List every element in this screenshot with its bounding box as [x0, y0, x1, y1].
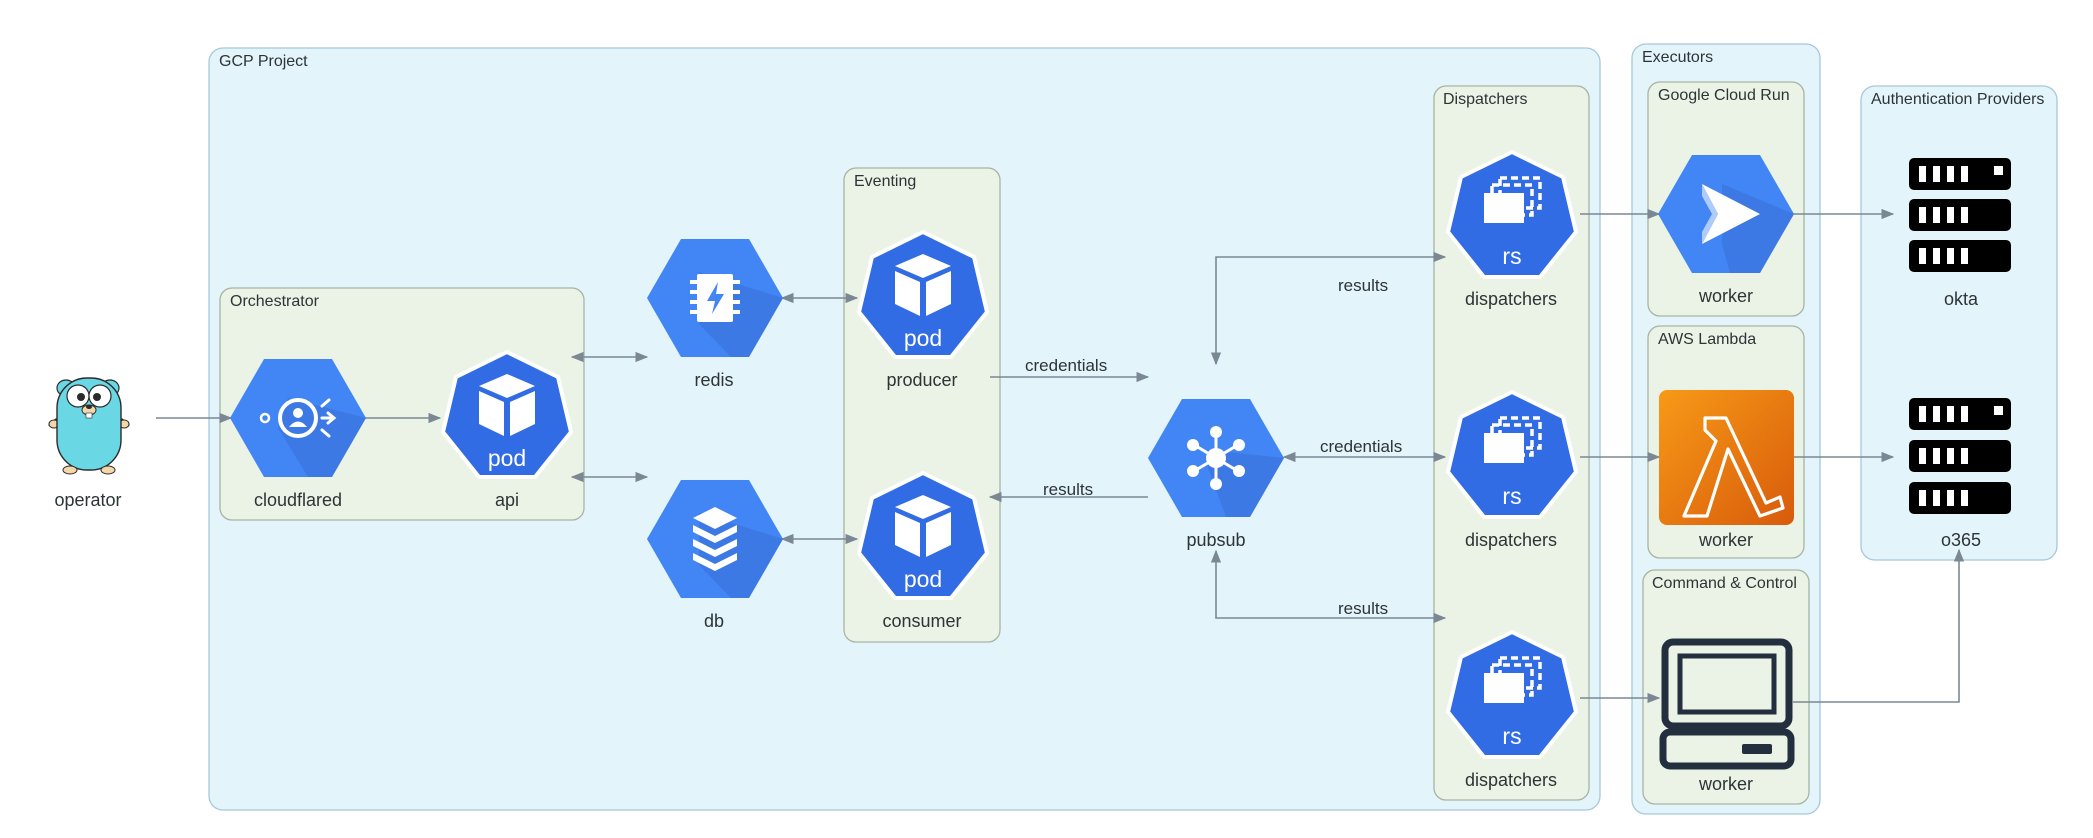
node-producer[interactable]: pod producer	[857, 230, 989, 390]
lambda-icon	[1682, 416, 1785, 518]
node-operator[interactable]: operator	[48, 377, 130, 510]
dispatchers-1-rs-badge: rs	[1502, 243, 1521, 269]
database-stack-icon	[693, 507, 737, 571]
edge-pubsub-dispatchers-1	[1210, 251, 1447, 366]
replicaset-stack-icon	[1484, 416, 1542, 463]
node-consumer[interactable]: pod consumer	[857, 471, 989, 631]
edge-label-pubsub-dispatchers-2: credentials	[1320, 437, 1402, 456]
hexagon-icon	[647, 480, 783, 598]
node-worker-lambda[interactable]: worker	[1659, 390, 1794, 550]
node-operator-label: operator	[54, 490, 121, 510]
cube-icon	[895, 495, 951, 557]
memorystore-chip-icon	[690, 274, 740, 322]
cloud-run-icon	[1702, 184, 1760, 244]
edge-label-pubsub-dispatchers-3: results	[1338, 599, 1388, 618]
node-db[interactable]: db	[647, 480, 783, 631]
hexagon-icon	[647, 239, 783, 357]
node-dispatchers-3[interactable]: rs dispatchers	[1446, 630, 1578, 790]
node-cloudflared[interactable]: cloudflared	[230, 359, 366, 510]
node-okta-label: okta	[1944, 289, 1979, 309]
pod-hexagon-icon: pod	[441, 350, 573, 479]
node-dispatchers-1-label: dispatchers	[1465, 289, 1557, 309]
replicaset-hexagon-icon: rs	[1446, 630, 1578, 759]
node-redis[interactable]: redis	[647, 239, 783, 390]
pod-hexagon-icon: pod	[857, 230, 989, 359]
producer-pod-badge: pod	[904, 325, 942, 351]
edge-pubsub-dispatchers-3	[1210, 549, 1447, 624]
node-api[interactable]: pod api	[441, 350, 573, 510]
node-okta[interactable]: okta	[1909, 158, 2011, 309]
consumer-pod-badge: pod	[904, 566, 942, 592]
node-producer-label: producer	[886, 370, 957, 390]
cluster-eventing-label: Eventing	[854, 173, 916, 190]
node-consumer-label: consumer	[882, 611, 961, 631]
cluster-dispatchers-label: Dispatchers	[1443, 91, 1527, 108]
node-worker-c2-label: worker	[1698, 774, 1753, 794]
replicaset-hexagon-icon: rs	[1446, 150, 1578, 279]
api-pod-badge: pod	[488, 445, 526, 471]
hexagon-icon	[230, 359, 366, 477]
node-worker-cloud-run[interactable]: worker	[1658, 155, 1794, 306]
node-worker-cloud-run-label: worker	[1698, 286, 1753, 306]
edge-label-producer-pubsub: credentials	[1025, 356, 1107, 375]
edge-label-pubsub-consumer: results	[1043, 480, 1093, 499]
replicaset-stack-icon	[1484, 656, 1542, 703]
node-o365[interactable]: o365	[1909, 398, 2011, 550]
node-cloudflared-label: cloudflared	[254, 490, 342, 510]
cluster-executors-label: Executors	[1642, 49, 1713, 66]
laptop-icon	[1659, 638, 1795, 770]
node-pubsub-label: pubsub	[1186, 530, 1245, 550]
replicaset-hexagon-icon: rs	[1446, 390, 1578, 519]
edge-c2-o365	[1793, 548, 1965, 703]
edge-label-pubsub-dispatchers-1: results	[1338, 276, 1388, 295]
access-user-icon	[259, 398, 337, 438]
server-stack-icon	[1909, 398, 2011, 514]
dispatchers-2-rs-badge: rs	[1502, 483, 1521, 509]
edges: credentials results results credentials …	[156, 208, 1965, 704]
node-api-label: api	[495, 490, 519, 510]
hexagon-icon	[1148, 399, 1284, 517]
cluster-aws-lambda-label: AWS Lambda	[1658, 331, 1756, 348]
node-dispatchers-1[interactable]: rs dispatchers	[1446, 150, 1578, 309]
cluster-orchestrator-label: Orchestrator	[230, 293, 320, 310]
hexagon-icon	[1658, 155, 1794, 273]
cube-icon	[479, 374, 535, 436]
replicaset-stack-icon	[1484, 176, 1542, 223]
node-dispatchers-2-label: dispatchers	[1465, 530, 1557, 550]
node-worker-lambda-label: worker	[1698, 530, 1753, 550]
cluster-google-cloud-run-label: Google Cloud Run	[1658, 87, 1790, 104]
node-o365-label: o365	[1941, 530, 1981, 550]
cluster-auth-providers-label: Authentication Providers	[1871, 91, 2044, 108]
node-db-label: db	[704, 611, 724, 631]
cluster-gcp-project-label: GCP Project	[219, 53, 308, 70]
node-pubsub[interactable]: pubsub	[1148, 399, 1284, 550]
server-stack-icon	[1909, 158, 2011, 272]
node-dispatchers-3-label: dispatchers	[1465, 770, 1557, 790]
cluster-command-control-label: Command & Control	[1652, 575, 1797, 592]
pubsub-hub-icon	[1187, 426, 1245, 490]
node-redis-label: redis	[694, 370, 733, 390]
cube-icon	[895, 254, 951, 316]
node-worker-c2[interactable]: worker	[1659, 638, 1795, 794]
dispatchers-3-rs-badge: rs	[1502, 723, 1521, 749]
node-dispatchers-2[interactable]: rs dispatchers	[1446, 390, 1578, 550]
pod-hexagon-icon: pod	[857, 471, 989, 600]
gopher-icon	[48, 377, 130, 475]
